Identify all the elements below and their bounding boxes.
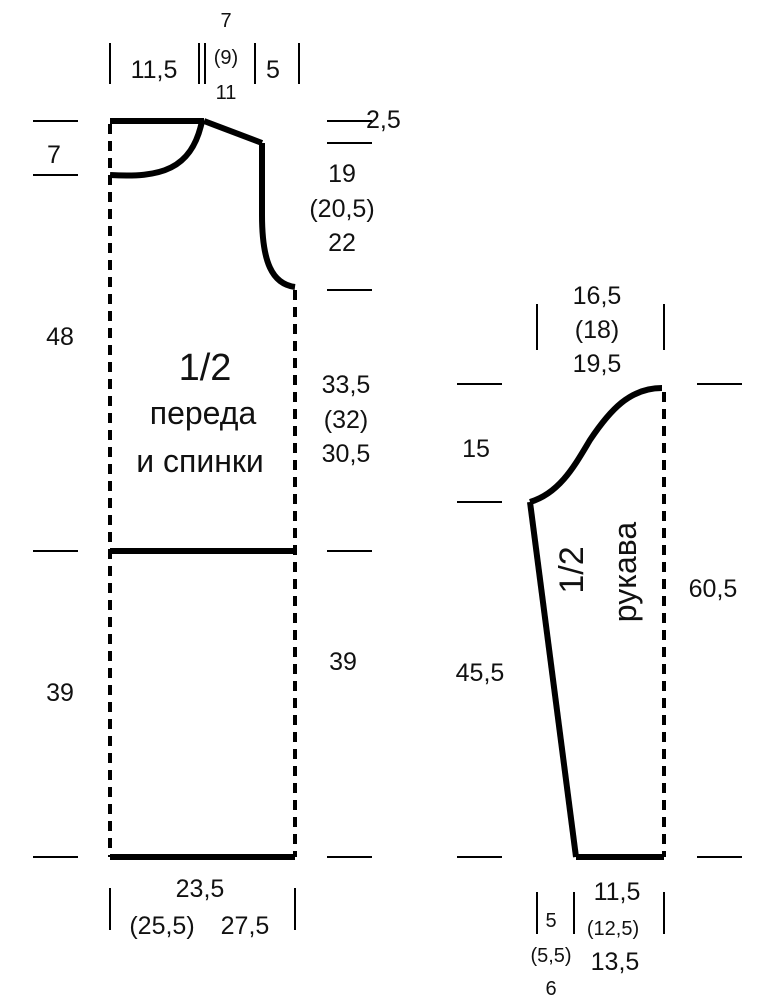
sleeve-top-3: 19,5 — [573, 350, 622, 378]
body-shoulder — [202, 118, 264, 146]
body-armhole-3: 22 — [328, 229, 356, 257]
body-piece: 11,5 7 (9) 11 5 2,5 7 19 (20,5) 22 48 33… — [33, 10, 401, 940]
sleeve-cuff-right-3: 13,5 — [591, 948, 640, 976]
body-lower-right: 39 — [329, 648, 357, 676]
sleeve-title-fraction: 1/2 — [553, 546, 591, 593]
body-neck-width-3: 11 — [216, 82, 237, 104]
body-neck-depth: 7 — [47, 141, 61, 169]
body-shoulder-drop: 2,5 — [366, 106, 401, 134]
body-neck-width-1: 7 — [220, 10, 231, 32]
sleeve-cuff-left-2: (5,5) — [530, 945, 571, 967]
sleeve-total-length: 60,5 — [689, 575, 738, 603]
body-shoulder-width: 5 — [266, 56, 280, 84]
body-top-left-width: 11,5 — [131, 56, 178, 84]
body-bottom-3: 27,5 — [221, 912, 270, 940]
sleeve-seam-length: 45,5 — [456, 659, 505, 687]
sleeve-cuff-left-1: 5 — [545, 910, 556, 932]
sleeve-top-2: (18) — [575, 316, 619, 344]
sleeve-cap-height: 15 — [462, 435, 490, 463]
sleeve-cuff-left-3: 6 — [545, 978, 556, 1000]
body-lower-left: 39 — [46, 679, 74, 707]
body-side-1: 33,5 — [322, 371, 371, 399]
body-armhole — [259, 143, 296, 290]
body-side-3: 30,5 — [322, 440, 371, 468]
body-armhole-2: (20,5) — [309, 195, 374, 223]
body-armhole-1: 19 — [328, 160, 356, 188]
body-upper-length: 48 — [46, 323, 74, 351]
body-neck-width-2: (9) — [214, 47, 238, 69]
body-bottom-2: (25,5) — [129, 912, 194, 940]
body-side-2: (32) — [324, 406, 368, 434]
sleeve-title-word: рукава — [607, 522, 643, 623]
sleeve-cuff-right-1: 11,5 — [594, 878, 641, 906]
sleeve-cuff-right-2: (12,5) — [587, 918, 639, 940]
body-title-fraction: 1/2 — [179, 347, 232, 389]
body-title-word1: переда — [150, 395, 257, 431]
sleeve-cap — [529, 385, 663, 505]
body-title-word2: и спинки — [136, 443, 264, 479]
body-bottom-1: 23,5 — [176, 875, 225, 903]
sleeve-top-1: 16,5 — [573, 282, 622, 310]
sleeve-piece: 16,5 (18) 19,5 15 45,5 60,5 5 (5,5) 6 11… — [456, 282, 742, 1000]
sleeve-seam — [527, 501, 579, 858]
body-neckline — [109, 120, 205, 179]
